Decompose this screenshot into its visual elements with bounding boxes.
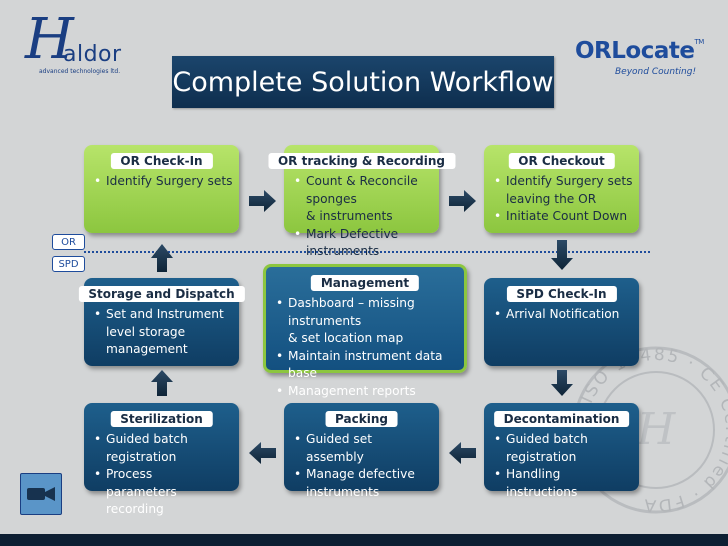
list-item: Management reports (276, 383, 458, 401)
svg-text:H: H (636, 404, 677, 455)
orlocate-logo: ORLocateTM Beyond Counting! (575, 38, 705, 83)
or-checkout-box: OR Checkout Identify Surgery sets leavin… (484, 145, 639, 233)
box-title: OR tracking & Recording (267, 153, 456, 169)
list-item: Identify Surgery sets (94, 173, 233, 191)
or-checkin-box: OR Check-In Identify Surgery sets (84, 145, 239, 233)
haldor-tagline: advanced technologies ltd. (39, 68, 121, 75)
haldor-wordmark: aldor (63, 42, 122, 67)
list-item-continued: & set location map (288, 331, 404, 345)
sterilization-box: Sterilization Guided batch registration … (84, 403, 239, 516)
box-title: OR Check-In (110, 153, 213, 169)
list-item-continued: management (106, 342, 188, 356)
orlocate-wordmark: ORLocateTM (575, 38, 704, 64)
list-item: Process (94, 466, 233, 484)
box-title: OR Checkout (508, 153, 615, 169)
box-title: SPD Check-In (506, 286, 617, 302)
list-item: Arrival Notification (494, 306, 633, 324)
or-tracking-box: OR tracking & Recording Count & Reconcil… (267, 145, 456, 258)
list-item-continued: registration (506, 449, 577, 464)
list-item: Maintain instrument data base (276, 348, 458, 383)
list-item: Set and Instrument (94, 306, 233, 324)
arrow-icon (449, 442, 476, 464)
arrow-icon (249, 190, 276, 212)
list-item: Identify Surgery sets (494, 173, 633, 191)
packing-box: Packing Guided set assembly Manage defec… (284, 403, 439, 499)
box-title: Packing (325, 411, 398, 427)
arrow-icon (249, 442, 276, 464)
lane-label-or: OR (52, 234, 85, 250)
box-title: Storage and Dispatch (78, 286, 245, 302)
list-item: Initiate Count Down (494, 208, 633, 226)
haldor-logo: H aldor advanced technologies ltd. (25, 12, 155, 80)
list-item: Manage defective (294, 466, 433, 484)
arrow-icon (151, 244, 173, 272)
box-title: Decontamination (493, 411, 630, 427)
video-camera-icon (27, 487, 55, 501)
list-item-continued: leaving the OR (506, 191, 597, 206)
haldor-h-mark: H (25, 7, 74, 72)
arrow-icon (151, 370, 173, 396)
list-item-continued: parameters recording (106, 484, 177, 517)
list-item: Guided batch registration (94, 431, 233, 466)
list-item: Dashboard – missing instruments (276, 295, 458, 330)
decontamination-box: Decontamination Guided batch registratio… (484, 403, 639, 499)
orlocate-tagline: Beyond Counting! (615, 67, 697, 77)
list-item-continued: instruments (306, 484, 380, 499)
video-button[interactable] (20, 473, 62, 515)
storage-dispatch-box: Storage and Dispatch Set and Instrument … (78, 278, 245, 366)
page-title: Complete Solution Workflow (172, 56, 554, 108)
spd-checkin-box: SPD Check-In Arrival Notification (484, 278, 639, 366)
list-item-continued: level storage (106, 324, 186, 339)
list-item: Guided batch (494, 431, 633, 449)
arrow-icon (551, 240, 573, 270)
list-item: Count & Reconcile sponges (294, 173, 433, 208)
list-item: Mark Defective instruments (294, 226, 433, 261)
box-title: Sterilization (110, 411, 213, 427)
box-title: Management (310, 275, 420, 291)
list-item: Handling instructions (494, 466, 633, 501)
management-box: Management Dashboard – missing instrumen… (263, 264, 467, 400)
list-item: Guided set assembly (294, 431, 433, 466)
list-item-continued: & instruments (306, 209, 393, 223)
bottom-bar (0, 534, 728, 546)
arrow-icon (449, 190, 476, 212)
lane-label-spd: SPD (52, 256, 85, 272)
